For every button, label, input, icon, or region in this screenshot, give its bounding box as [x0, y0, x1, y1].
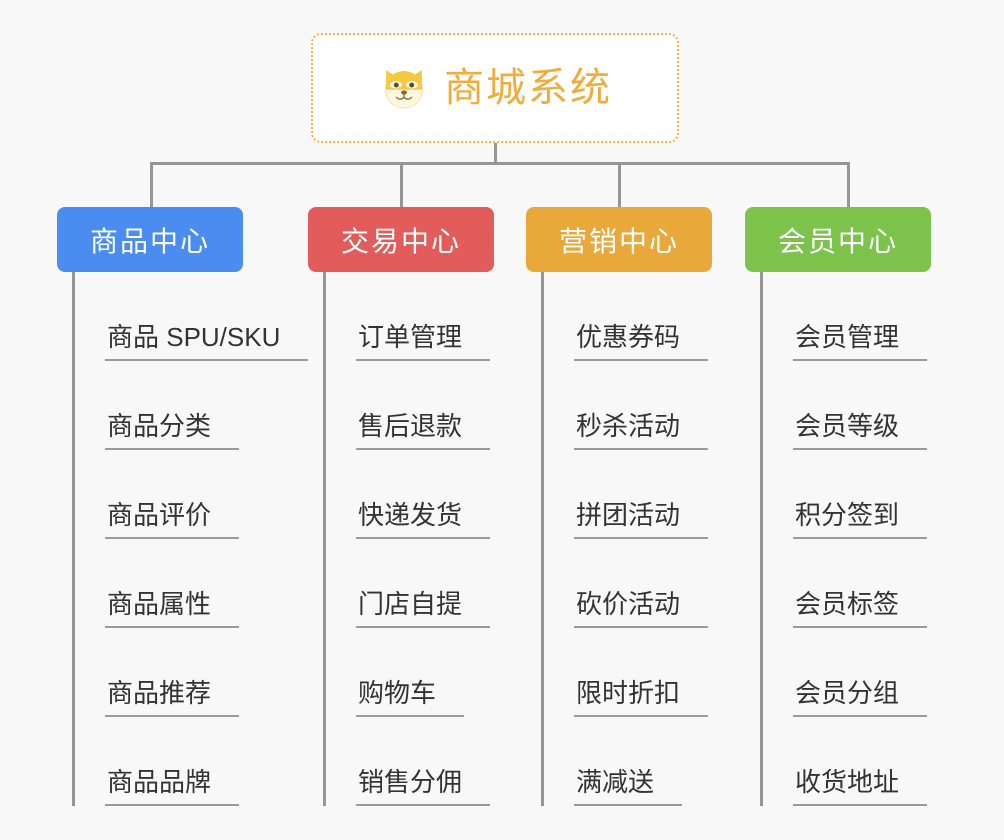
leaf-list-2: 订单管理 售后退款 快递发货 门店自提 购物车 销售分佣	[323, 272, 494, 806]
category-column-营销中心: 营销中心 优惠券码 秒杀活动 拼团活动 砍价活动 限时折扣 满减送	[526, 207, 712, 806]
category-header-label-1: 商品中心	[89, 225, 210, 257]
leaf-label: 会员分组	[793, 678, 928, 717]
leaf-item[interactable]: 收货地址	[760, 717, 931, 806]
leaf-item[interactable]: 商品品牌	[72, 717, 308, 806]
leaf-label: 快递发货	[356, 500, 491, 539]
leaf-label: 购物车	[356, 678, 465, 717]
category-column-会员中心: 会员中心 会员管理 会员等级 积分签到 会员标签 会员分组 收货地址	[745, 207, 931, 806]
category-header-label-3: 营销中心	[558, 225, 679, 257]
leaf-label: 售后退款	[356, 411, 491, 450]
connector-drop-3	[618, 162, 621, 207]
shiba-dog-face-icon	[378, 62, 430, 114]
leaf-label: 门店自提	[356, 589, 491, 628]
leaf-label: 积分签到	[793, 500, 928, 539]
category-header-2[interactable]: 交易中心	[308, 207, 494, 272]
leaf-label: 商品品牌	[105, 767, 240, 806]
leaf-item[interactable]: 砍价活动	[541, 539, 712, 628]
leaf-label: 拼团活动	[574, 500, 709, 539]
leaf-label: 订单管理	[356, 322, 491, 361]
leaf-label: 会员管理	[793, 322, 928, 361]
connector-drop-2	[400, 162, 403, 207]
root-title: 商城系统	[444, 66, 612, 110]
leaf-item[interactable]: 购物车	[323, 628, 494, 717]
category-header-3[interactable]: 营销中心	[526, 207, 712, 272]
leaf-label: 商品属性	[105, 589, 240, 628]
leaf-item[interactable]: 秒杀活动	[541, 361, 712, 450]
leaf-list-4: 会员管理 会员等级 积分签到 会员标签 会员分组 收货地址	[760, 272, 931, 806]
leaf-item[interactable]: 订单管理	[323, 272, 494, 361]
leaf-trunk-1	[72, 272, 75, 806]
leaf-trunk-3	[541, 272, 544, 806]
leaf-trunk-4	[760, 272, 763, 806]
leaf-item[interactable]: 会员管理	[760, 272, 931, 361]
category-column-交易中心: 交易中心 订单管理 售后退款 快递发货 门店自提 购物车 销售分佣	[308, 207, 494, 806]
category-header-1[interactable]: 商品中心	[57, 207, 243, 272]
leaf-item[interactable]: 门店自提	[323, 539, 494, 628]
category-column-商品中心: 商品中心 商品 SPU/SKU 商品分类 商品评价 商品属性 商品推荐 商品品牌	[57, 207, 309, 806]
leaf-item[interactable]: 商品分类	[72, 361, 308, 450]
leaf-list-3: 优惠券码 秒杀活动 拼团活动 砍价活动 限时折扣 满减送	[541, 272, 712, 806]
leaf-label: 限时折扣	[574, 678, 709, 717]
category-header-label-4: 会员中心	[777, 225, 898, 257]
leaf-label: 满减送	[574, 767, 683, 806]
leaf-item[interactable]: 售后退款	[323, 361, 494, 450]
leaf-label: 商品评价	[105, 500, 240, 539]
leaf-item[interactable]: 限时折扣	[541, 628, 712, 717]
leaf-label: 销售分佣	[356, 767, 491, 806]
leaf-item[interactable]: 会员分组	[760, 628, 931, 717]
connector-drop-4	[847, 162, 850, 207]
leaf-label: 商品推荐	[105, 678, 240, 717]
leaf-item[interactable]: 商品评价	[72, 450, 308, 539]
leaf-item[interactable]: 销售分佣	[323, 717, 494, 806]
category-header-4[interactable]: 会员中心	[745, 207, 931, 272]
leaf-item[interactable]: 商品 SPU/SKU	[72, 272, 309, 361]
leaf-label: 砍价活动	[574, 589, 709, 628]
connector-drop-1	[150, 162, 153, 207]
leaf-item[interactable]: 积分签到	[760, 450, 931, 539]
leaf-list-1: 商品 SPU/SKU 商品分类 商品评价 商品属性 商品推荐 商品品牌	[72, 272, 309, 806]
connector-root-stem	[494, 143, 497, 164]
leaf-item[interactable]: 优惠券码	[541, 272, 712, 361]
leaf-trunk-2	[323, 272, 326, 806]
leaf-label: 优惠券码	[574, 322, 709, 361]
leaf-item[interactable]: 会员等级	[760, 361, 931, 450]
leaf-item[interactable]: 商品推荐	[72, 628, 308, 717]
leaf-item[interactable]: 满减送	[541, 717, 712, 806]
leaf-item[interactable]: 拼团活动	[541, 450, 712, 539]
connector-bus	[150, 162, 850, 165]
leaf-label: 秒杀活动	[574, 411, 709, 450]
root-node[interactable]: 商城系统	[311, 33, 679, 143]
leaf-label: 收货地址	[793, 767, 928, 806]
leaf-label: 商品 SPU/SKU	[105, 322, 309, 361]
leaf-label: 会员标签	[793, 589, 928, 628]
leaf-item[interactable]: 商品属性	[72, 539, 308, 628]
leaf-item[interactable]: 快递发货	[323, 450, 494, 539]
leaf-label: 会员等级	[793, 411, 928, 450]
leaf-label: 商品分类	[105, 411, 240, 450]
category-header-label-2: 交易中心	[340, 225, 461, 257]
leaf-item[interactable]: 会员标签	[760, 539, 931, 628]
